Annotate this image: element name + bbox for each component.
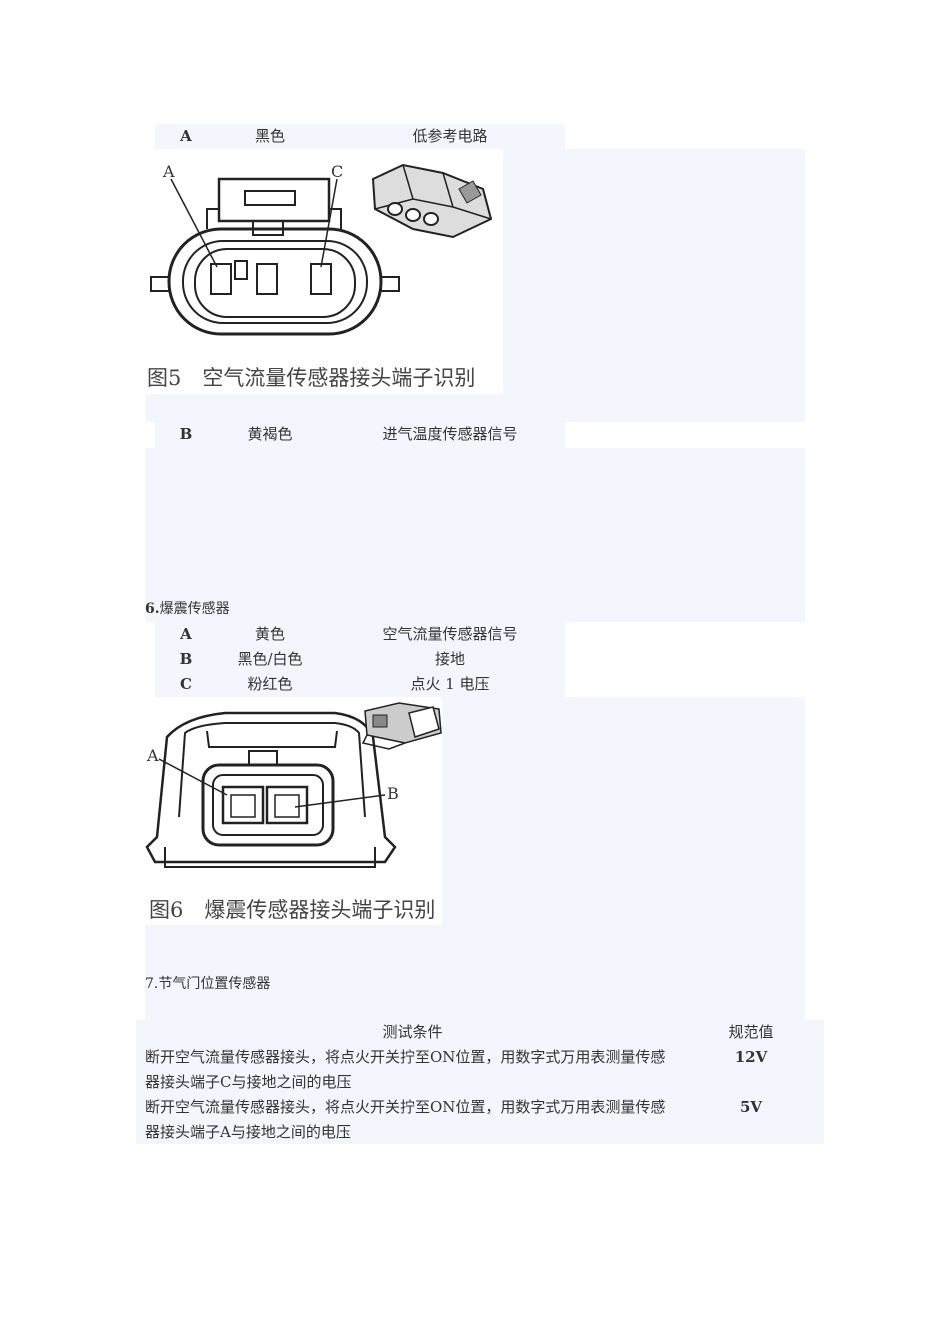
figure6-label-a: A <box>146 746 159 765</box>
section6-number: 6. <box>145 601 160 617</box>
connector-3d-icon <box>371 163 493 239</box>
header-condition: 测试条件 <box>382 1023 443 1041</box>
spacer-background <box>145 448 805 622</box>
figure5-caption: 图5 空气流量传感器接头端子识别 <box>147 366 475 390</box>
pin-label: A <box>180 127 192 145</box>
pin-label: C <box>180 675 192 693</box>
spec-value: 12V <box>734 1048 768 1066</box>
figure6-connector-diagram: A B 图6 爆震传感器接头端子识别 <box>145 697 442 925</box>
spec-value: 5V <box>739 1098 763 1116</box>
pin-function: 空气流量传感器信号 <box>382 625 518 643</box>
test-condition: 断开空气流量传感器接头，将点火开关拧至ON位置，用数字式万用表测量传感器接头端子… <box>145 1048 666 1091</box>
knock-row-a: A 黄色 空气流量传感器信号 <box>155 622 565 647</box>
figure5-connector-diagram: A C 图5 空气流量传感器接头端子识别 <box>145 149 503 394</box>
figure6-label-b: B <box>387 784 399 803</box>
wire-color: 粉红色 <box>247 675 293 693</box>
figure5-label-a: A <box>162 162 175 181</box>
test-table-header: 测试条件 规范值 <box>136 1020 824 1045</box>
section7-heading: 7.节气门位置传感器 <box>145 976 271 992</box>
row-b-background <box>155 422 565 448</box>
pin-function: 点火 1 电压 <box>410 675 490 693</box>
section6-heading: 6.爆震传感器 <box>145 598 230 618</box>
test-table-background <box>136 1020 824 1144</box>
pin-function: 接地 <box>434 650 465 668</box>
section6-title: 爆震传感器 <box>159 601 230 617</box>
pin-label: A <box>180 625 192 643</box>
test-table-row: 断开空气流量传感器接头，将点火开关拧至ON位置，用数字式万用表测量传感器接头端子… <box>136 1045 824 1095</box>
knock-row-b: B 黑色/白色 接地 <box>155 647 565 672</box>
wire-color: 黑色/白色 <box>237 650 303 668</box>
row-a-background <box>155 124 565 149</box>
wire-color: 黄褐色 <box>247 425 293 443</box>
pin-function: 低参考电路 <box>412 127 488 145</box>
pin-row-b: B 黄褐色 进气温度传感器信号 <box>155 422 565 447</box>
figure6-caption: 图6 爆震传感器接头端子识别 <box>149 898 435 922</box>
wire-color: 黑色 <box>254 127 285 145</box>
knock-row-c: C 粉红色 点火 1 电压 <box>155 672 565 697</box>
test-table-row: 断开空气流量传感器接头，将点火开关拧至ON位置，用数字式万用表测量传感器接头端子… <box>136 1095 824 1145</box>
section6-table-background <box>155 622 565 697</box>
pin-row-a: A 黑色 低参考电路 <box>155 124 565 149</box>
pin-label: B <box>179 650 193 668</box>
sensor-3d-icon <box>361 702 442 750</box>
pin-function: 进气温度传感器信号 <box>382 425 518 443</box>
wire-color: 黄色 <box>254 625 285 643</box>
header-spec: 规范值 <box>728 1023 774 1041</box>
figure5-label-c: C <box>331 162 343 181</box>
test-condition: 断开空气流量传感器接头，将点火开关拧至ON位置，用数字式万用表测量传感器接头端子… <box>145 1098 666 1141</box>
pin-label: B <box>179 425 193 443</box>
